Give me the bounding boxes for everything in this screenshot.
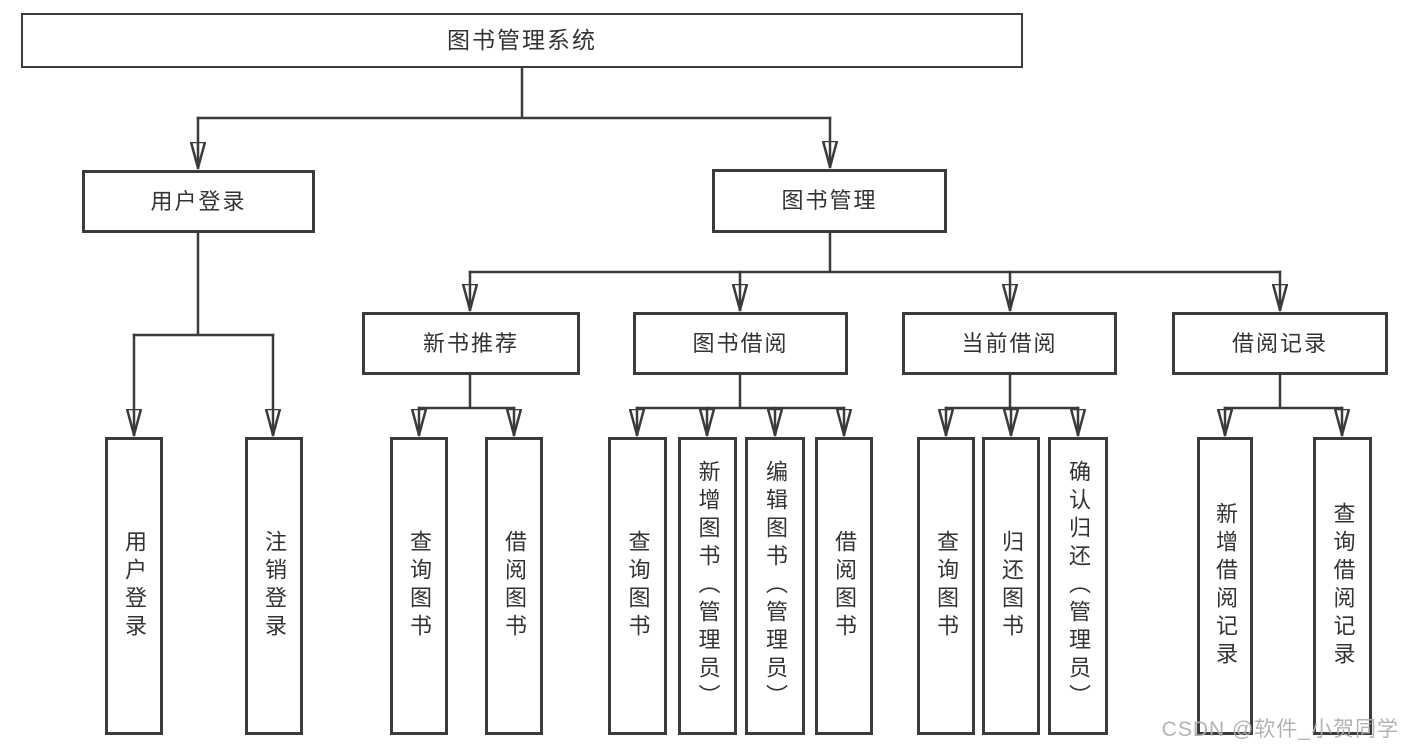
node-label: 当前借阅	[961, 330, 1058, 356]
node-label: 图书借阅	[692, 330, 789, 356]
connector-book-borrowing-trunk	[635, 373, 846, 410]
connector-new-book-trunk	[417, 373, 516, 410]
node-label: 查询图书	[625, 530, 651, 642]
node-library-management-system: 图书管理系统	[21, 13, 1023, 68]
node-current-borrowing: 当前借阅	[902, 312, 1117, 375]
node-book-borrowing: 图书借阅	[633, 312, 848, 375]
node-label: 编辑图书（管理员）	[763, 460, 788, 712]
connector-borrowing-records-trunk	[1223, 373, 1344, 410]
leaf-records-add-record: 新增借阅记录	[1197, 437, 1253, 735]
connector-root-trunk	[196, 66, 832, 120]
node-label: 查询图书	[934, 530, 959, 642]
node-label: 新增借阅记录	[1213, 502, 1238, 670]
node-user-login: 用户登录	[82, 170, 315, 233]
csdn-watermark: CSDN @软件_小贺同学	[1161, 718, 1399, 741]
leaf-current-query-books: 查询图书	[917, 437, 975, 735]
node-book-management: 图书管理	[712, 169, 947, 233]
node-label: 借阅图书	[832, 530, 857, 642]
leaf-borrowing-edit-books-admin: 编辑图书（管理员）	[745, 437, 805, 735]
node-label: 查询图书	[407, 530, 432, 642]
leaf-borrowing-query-books: 查询图书	[608, 437, 667, 735]
node-label: 归还图书	[999, 530, 1024, 642]
node-label: 新书推荐	[422, 330, 519, 356]
node-label: 查询借阅记录	[1330, 502, 1356, 670]
leaf-borrowing-add-books-admin: 新增图书（管理员）	[678, 437, 737, 735]
node-label: 借阅记录	[1231, 330, 1328, 356]
leaf-current-return-books: 归还图书	[982, 437, 1040, 735]
node-label: 确认归还（管理员）	[1066, 460, 1091, 712]
connector-current-borrowing-trunk	[944, 373, 1080, 410]
leaf-recommend-borrow-books: 借阅图书	[485, 437, 543, 735]
connector-user-login-trunk	[132, 231, 275, 337]
leaf-current-confirm-return-admin: 确认归还（管理员）	[1048, 437, 1108, 735]
node-label: 借阅图书	[502, 530, 527, 642]
node-label: 图书管理系统	[447, 27, 597, 53]
node-label: 新增图书（管理员）	[695, 460, 721, 712]
node-label: 注销登录	[262, 530, 287, 642]
node-label: 用户登录	[150, 188, 247, 214]
node-label: 图书管理	[781, 188, 878, 213]
leaf-borrowing-borrow-books: 借阅图书	[815, 437, 873, 735]
node-borrowing-records: 借阅记录	[1172, 312, 1388, 375]
leaf-recommend-query-books: 查询图书	[390, 437, 448, 735]
leaf-logout: 注销登录	[245, 437, 303, 735]
node-new-book-recommend: 新书推荐	[362, 312, 580, 375]
connector-book-management-trunk	[468, 231, 1282, 274]
leaf-user-login: 用户登录	[105, 437, 163, 735]
leaf-records-query-record: 查询借阅记录	[1313, 437, 1372, 735]
node-label: 用户登录	[122, 530, 147, 642]
